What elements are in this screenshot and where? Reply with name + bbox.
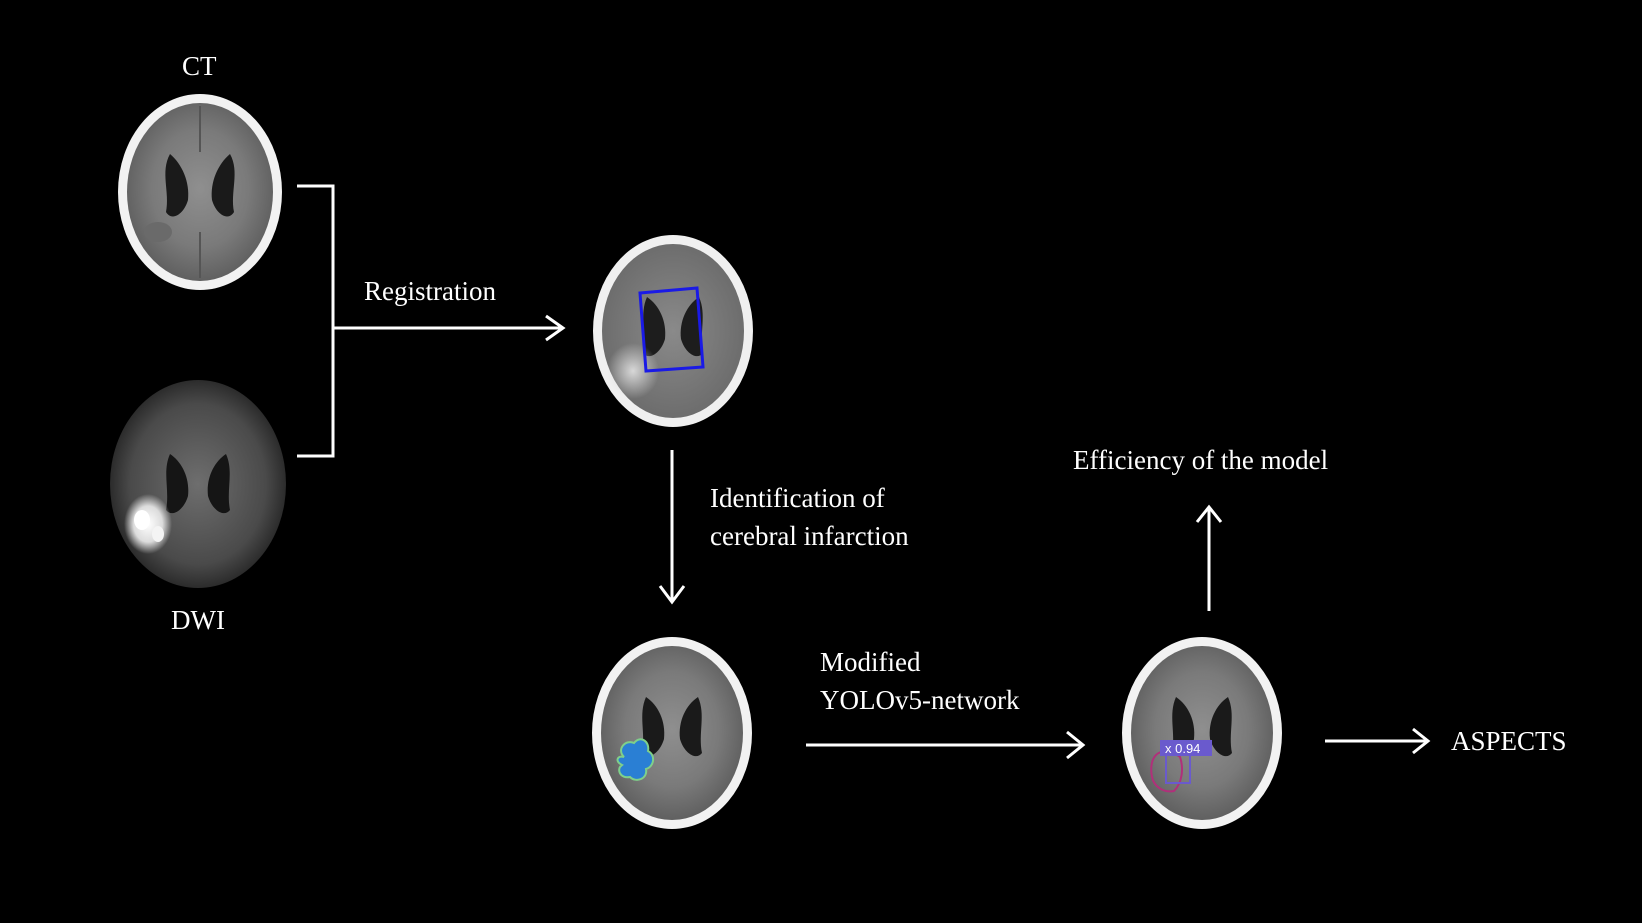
ct-scan-image <box>118 94 282 290</box>
modified-label-line1: Modified <box>820 647 921 677</box>
registration-arrow <box>333 314 566 342</box>
efficiency-arrow <box>1195 504 1223 611</box>
identification-label-line1: Identification of <box>710 483 885 513</box>
segmented-scan-image <box>592 637 752 829</box>
dwi-scan-image <box>110 380 286 588</box>
efficiency-label: Efficiency of the model <box>1073 445 1329 475</box>
aspects-arrow <box>1325 727 1431 755</box>
lesion-segmentation <box>616 738 654 781</box>
detection-score: x 0.94 <box>1165 741 1200 756</box>
modified-label-line2: YOLOv5-network <box>820 685 1020 715</box>
aspects-label: ASPECTS <box>1451 726 1567 756</box>
identification-arrow <box>658 450 686 605</box>
detection-label-bg <box>1160 740 1212 756</box>
registration-box <box>638 286 705 373</box>
detected-scan-image: x 0.94 <box>1122 637 1282 829</box>
registration-bracket <box>297 184 335 458</box>
registration-label: Registration <box>364 276 496 306</box>
yolo-arrow <box>806 730 1086 760</box>
ct-label: CT <box>182 51 217 81</box>
registered-scan-image <box>593 235 753 427</box>
dwi-label: DWI <box>171 605 225 635</box>
identification-label-line2: cerebral infarction <box>710 521 909 551</box>
